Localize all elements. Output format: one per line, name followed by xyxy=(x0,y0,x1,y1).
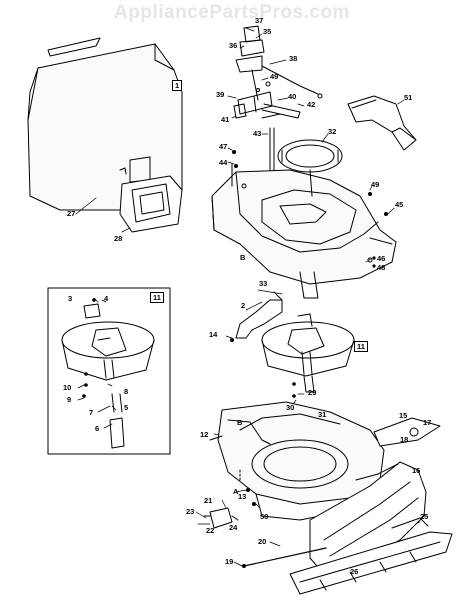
bag-label: 1 xyxy=(172,80,183,91)
callout-22: 22 xyxy=(206,526,215,535)
callout-48: 48 xyxy=(377,263,386,272)
callout-b-lower: B xyxy=(237,418,243,427)
inset-label: 11 xyxy=(150,292,164,303)
callout-26: 26 xyxy=(350,567,359,576)
callout-7: 7 xyxy=(89,408,94,417)
impeller-icon xyxy=(261,313,355,393)
callout-46: 46 xyxy=(377,254,386,263)
callout-17: 17 xyxy=(423,418,432,427)
callout-18: 18 xyxy=(400,435,409,444)
callout-13: 13 xyxy=(238,492,247,501)
callout-5: 5 xyxy=(124,403,129,412)
callout-24: 24 xyxy=(229,523,238,532)
callout-2: 2 xyxy=(241,301,246,310)
callout-38: 38 xyxy=(289,54,298,63)
callout-50: 50 xyxy=(260,512,269,521)
callout-b-upper: B xyxy=(240,253,246,262)
callout-49-lower: 49 xyxy=(371,180,380,189)
nozzle-icon xyxy=(309,461,427,575)
blower-housing-icon xyxy=(211,163,397,299)
latch-icon xyxy=(203,507,239,529)
callout-19: 19 xyxy=(225,557,234,566)
callout-6: 6 xyxy=(95,424,100,433)
callout-a: A xyxy=(233,487,239,496)
watermark: AppliancePartsPros.com xyxy=(114,2,350,23)
callout-41: 41 xyxy=(221,115,230,124)
callout-21: 21 xyxy=(204,496,213,505)
callout-8: 8 xyxy=(124,387,129,396)
callout-39: 39 xyxy=(216,90,225,99)
callout-28: 28 xyxy=(114,234,123,243)
bracket-assembly-icon xyxy=(233,25,323,119)
blade-icon xyxy=(373,417,441,447)
callout-47: 47 xyxy=(219,142,228,151)
callout-44: 44 xyxy=(219,158,228,167)
inset-frame xyxy=(47,287,171,455)
callout-45: 45 xyxy=(395,200,404,209)
callout-29: 29 xyxy=(308,388,317,397)
callout-16: 16 xyxy=(412,466,421,475)
impeller-label: 11 xyxy=(354,341,368,352)
chute-icon xyxy=(347,95,417,151)
callout-40: 40 xyxy=(288,92,297,101)
callout-42: 42 xyxy=(307,100,316,109)
callout-30: 30 xyxy=(286,403,295,412)
callout-9: 9 xyxy=(67,395,72,404)
callout-23: 23 xyxy=(186,507,195,516)
callout-15: 15 xyxy=(399,411,408,420)
callout-33: 33 xyxy=(259,279,268,288)
callout-3: 3 xyxy=(68,294,73,303)
callout-35: 35 xyxy=(263,27,272,36)
callout-43: 43 xyxy=(253,129,262,138)
impeller-inset-icon xyxy=(61,303,155,449)
callout-14: 14 xyxy=(209,330,218,339)
callout-32: 32 xyxy=(328,127,337,136)
scraper-icon xyxy=(289,517,453,595)
callout-37: 37 xyxy=(255,16,264,25)
callout-27: 27 xyxy=(67,209,76,218)
callout-10: 10 xyxy=(63,383,72,392)
callout-36: 36 xyxy=(229,41,238,50)
callout-25: 25 xyxy=(420,512,429,521)
callout-51: 51 xyxy=(404,93,413,102)
rod-icon xyxy=(243,547,327,567)
callout-12: 12 xyxy=(200,430,209,439)
bag-icon xyxy=(27,37,183,233)
shaft-icon xyxy=(269,127,275,173)
elbow-icon xyxy=(235,291,283,339)
callout-49-upper: 49 xyxy=(270,72,279,81)
callout-31: 31 xyxy=(318,410,327,419)
callout-20: 20 xyxy=(258,537,267,546)
ring-icon xyxy=(277,139,343,173)
callout-4: 4 xyxy=(104,294,109,303)
